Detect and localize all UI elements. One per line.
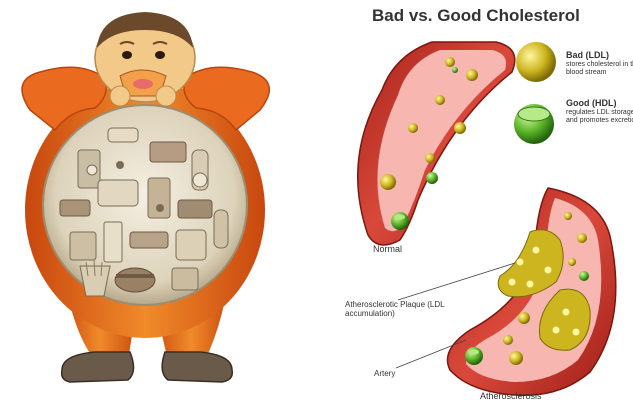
- normal-artery: [357, 41, 516, 246]
- ldl-legend-description: stores cholesterol in the blood stream: [566, 61, 633, 76]
- plaque-pointer-line: [397, 262, 516, 301]
- athero-ldl-particles: [503, 212, 587, 365]
- hdl-legend-title: Good (HDL): [566, 98, 617, 108]
- sandwich-in-hands: [109, 69, 177, 107]
- artery-pointer-line: [395, 339, 467, 369]
- left-shoe: [60, 351, 135, 383]
- ldl-legend-icon: [516, 42, 556, 82]
- athero-hdl-particles: [465, 271, 589, 365]
- junk-food: [59, 127, 229, 297]
- artery-label: Artery: [374, 369, 396, 378]
- plaque-buildup: [497, 229, 591, 351]
- right-shoe: [161, 351, 234, 383]
- normal-artery-lumen: [377, 50, 507, 232]
- page-title: Bad vs. Good Cholesterol: [372, 6, 580, 25]
- atherosclerosis-label: Atherosclerosis: [480, 391, 542, 401]
- hdl-legend-icon: [514, 104, 554, 144]
- ldl-legend-title: Bad (LDL): [566, 50, 609, 60]
- normal-ldl-particles: [380, 57, 478, 190]
- head: [94, 12, 196, 103]
- hdl-legend-description: regulates LDL storage and promotes excre…: [566, 109, 633, 124]
- normal-artery-label: Normal: [373, 244, 403, 254]
- legend-icons: [514, 42, 556, 144]
- overweight-man: [21, 12, 270, 383]
- plaque-label: Atherosclerotic Plaque (LDL accumulation…: [345, 300, 445, 318]
- normal-hdl-particles: [391, 172, 438, 230]
- atherosclerosis-artery: [446, 187, 617, 397]
